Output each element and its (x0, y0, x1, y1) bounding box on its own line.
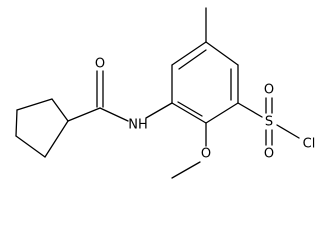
bond (145, 102, 173, 119)
sulfonyl-oxygen-bottom-label: O (264, 147, 274, 162)
aromatic-double-bond (177, 101, 203, 117)
chlorine-label: Cl (303, 137, 316, 152)
bond (171, 41, 207, 66)
bond (67, 107, 101, 122)
aromatic-double-bond (178, 49, 207, 70)
cyclopentyl-ring (15, 98, 69, 158)
methoxy-oxygen-label: O (201, 147, 211, 162)
bond (16, 98, 53, 111)
bond (44, 120, 69, 158)
bond (171, 102, 207, 124)
bond (237, 102, 263, 118)
methoxy-methyl-bond (171, 161, 201, 179)
bond (51, 98, 69, 122)
bond (205, 102, 239, 124)
sulfonyl-oxygen-top-label: O (264, 83, 274, 98)
carbonyl-oxygen-label: O (95, 57, 105, 72)
structural-formula: O NH O S O O Cl (15, 7, 316, 179)
bond (99, 107, 129, 122)
amide-group (67, 70, 129, 122)
bond (276, 124, 300, 139)
bond (205, 41, 239, 66)
bond (15, 135, 46, 158)
amide-nitrogen-label: NH (128, 118, 148, 133)
sulfur-label: S (265, 115, 273, 130)
benzene-ring (171, 41, 239, 124)
bond (15, 109, 18, 137)
sulfonyl-chloride-group (265, 97, 300, 146)
